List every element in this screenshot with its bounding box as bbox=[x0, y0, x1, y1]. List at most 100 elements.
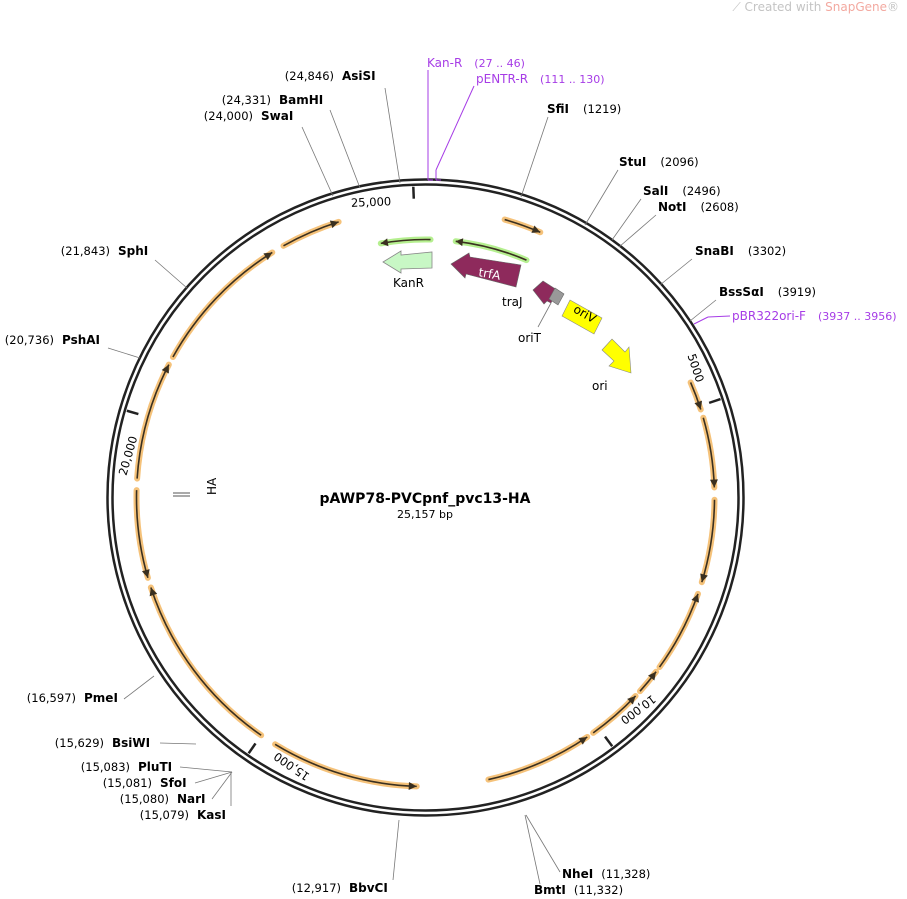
site-name[interactable]: BsiWI bbox=[112, 736, 150, 750]
site-kasi[interactable]: KasI(15,079) bbox=[140, 808, 226, 822]
orf-arc-halo bbox=[698, 496, 718, 586]
orf-arc[interactable] bbox=[485, 733, 591, 783]
kanr-arrow[interactable] bbox=[382, 250, 433, 274]
site-position: (15,083) bbox=[81, 760, 130, 774]
primer-kan-r[interactable]: Kan-R(27 .. 46) bbox=[427, 56, 525, 181]
site-name[interactable]: SalI bbox=[643, 184, 668, 198]
arrowhead-icon bbox=[329, 220, 339, 229]
feature-trfa[interactable]: trfA bbox=[450, 252, 522, 288]
orf-arc[interactable] bbox=[272, 741, 420, 791]
orf-arc-halo bbox=[169, 249, 276, 361]
feature-ori[interactable]: ori bbox=[592, 338, 632, 393]
orf-arc[interactable] bbox=[590, 692, 639, 736]
orf-arc[interactable] bbox=[700, 414, 718, 491]
trfa-arrow[interactable] bbox=[450, 252, 522, 288]
primer-range: (111 .. 130) bbox=[540, 73, 605, 86]
site-leader-line bbox=[159, 742, 197, 745]
orf-arc[interactable] bbox=[501, 216, 544, 236]
orit-label: oriT bbox=[518, 331, 542, 345]
site-name[interactable]: SphI bbox=[118, 244, 148, 258]
site-name[interactable]: SfiI bbox=[547, 102, 569, 116]
feature-ha[interactable]: HA bbox=[173, 477, 219, 497]
arrowhead-icon bbox=[531, 225, 541, 233]
site-sfii[interactable]: SfiI(1219) bbox=[547, 102, 621, 116]
orf-arc[interactable] bbox=[636, 668, 660, 695]
site-position: (24,000) bbox=[204, 109, 253, 123]
site-name[interactable]: KasI bbox=[197, 808, 226, 822]
site-name[interactable]: PluTI bbox=[138, 760, 172, 774]
site-leader-line bbox=[611, 198, 642, 241]
site-name[interactable]: SwaI bbox=[261, 109, 293, 123]
site-pshai[interactable]: PshAI(20,736) bbox=[5, 333, 100, 347]
site-bbvci[interactable]: BbvCI(12,917) bbox=[292, 881, 388, 895]
site-leader-line bbox=[154, 259, 188, 289]
site-position: (2496) bbox=[682, 184, 720, 198]
tick-mark bbox=[126, 409, 139, 416]
arrowhead-icon bbox=[627, 695, 636, 705]
site-asisi[interactable]: AsiSI(24,846) bbox=[285, 69, 376, 83]
orf-arc[interactable] bbox=[656, 590, 701, 671]
site-name[interactable]: BssSαI bbox=[719, 285, 764, 299]
site-pluti[interactable]: PluTI (15,083) bbox=[81, 760, 172, 774]
site-name[interactable]: NheI bbox=[562, 867, 593, 881]
site-name[interactable]: PshAI bbox=[62, 333, 100, 347]
site-nari[interactable]: NarI(15,080) bbox=[120, 792, 206, 806]
site-leader-line bbox=[123, 675, 155, 700]
site-bmti[interactable]: BmtI(11,332) bbox=[534, 883, 623, 897]
orf-arc-halo bbox=[656, 590, 701, 671]
site-noti[interactable]: NotI(2608) bbox=[658, 200, 739, 214]
orit-box[interactable] bbox=[548, 287, 565, 306]
orf-arc[interactable] bbox=[698, 496, 718, 586]
orf-arc-halo bbox=[280, 218, 342, 249]
site-name[interactable]: SnaBI bbox=[695, 244, 734, 258]
site-sfoi[interactable]: SfoI(15,081) bbox=[103, 776, 187, 790]
feature-orit[interactable]: oriT bbox=[518, 287, 565, 345]
orf-arc[interactable] bbox=[280, 218, 342, 249]
orf-arc-halo bbox=[147, 584, 265, 739]
site-name[interactable]: BbvCI bbox=[349, 881, 388, 895]
orf-arc[interactable] bbox=[133, 487, 151, 581]
site-name[interactable]: StuI bbox=[619, 155, 646, 169]
site-name[interactable]: BmtI bbox=[534, 883, 566, 897]
plasmid-name: pAWP78-PVCpnf_pvc13-HA bbox=[320, 491, 531, 507]
site-name[interactable]: NotI bbox=[658, 200, 687, 214]
site-name[interactable]: PmeI bbox=[84, 691, 118, 705]
feature-kanr[interactable]: KanR bbox=[382, 250, 433, 290]
primer-name[interactable]: pBR322ori-F bbox=[732, 309, 806, 323]
primer-name[interactable]: pENTR-R bbox=[476, 72, 528, 86]
orf-arc[interactable] bbox=[147, 584, 265, 739]
arrowhead-icon bbox=[455, 238, 464, 247]
kan-orf-arc[interactable] bbox=[377, 236, 434, 247]
site-pmei[interactable]: PmeI(16,597) bbox=[27, 691, 118, 705]
site-bsiwi[interactable]: BsiWI(15,629) bbox=[55, 736, 150, 750]
tick-mark bbox=[247, 742, 257, 755]
arrowhead-icon bbox=[648, 671, 657, 681]
plasmid-size: 25,157 bp bbox=[397, 508, 453, 521]
site-nhei[interactable]: NheI(11,328) bbox=[562, 867, 650, 881]
ori-arrow[interactable] bbox=[601, 338, 632, 374]
site-sphi[interactable]: SphI(21,843) bbox=[61, 244, 148, 258]
site-sali[interactable]: SalI (2496) bbox=[643, 184, 721, 198]
oriv-box[interactable] bbox=[561, 299, 603, 335]
site-leader-line bbox=[689, 299, 717, 322]
orf-arc[interactable] bbox=[169, 249, 276, 361]
site-swai[interactable]: SwaI (24,000) bbox=[204, 109, 294, 123]
primer-pentr-r[interactable]: pENTR-R (111 .. 130) bbox=[435, 72, 605, 181]
site-leader-line bbox=[384, 87, 401, 184]
primer-pbr322ori-f[interactable]: pBR322ori-F(3937 .. 3956) bbox=[693, 309, 897, 325]
site-stui[interactable]: StuI(2096) bbox=[619, 155, 699, 169]
kan-orf-arc[interactable] bbox=[452, 238, 530, 264]
orf-arc[interactable] bbox=[134, 361, 172, 482]
site-bamhi[interactable]: BamHI(24,331) bbox=[222, 93, 323, 107]
site-name[interactable]: AsiSI bbox=[342, 69, 376, 83]
site-bsssαi[interactable]: BssSαI(3919) bbox=[719, 285, 816, 299]
primer-name[interactable]: Kan-R bbox=[427, 56, 462, 70]
feature-oriv[interactable]: oriV bbox=[561, 299, 603, 335]
site-snabi[interactable]: SnaBI(3302) bbox=[695, 244, 786, 258]
site-name[interactable]: BamHI bbox=[279, 93, 323, 107]
orf-arc[interactable] bbox=[687, 379, 704, 413]
arrowhead-icon bbox=[709, 479, 718, 488]
site-leader-line bbox=[107, 347, 141, 359]
site-name[interactable]: NarI bbox=[177, 792, 206, 806]
site-name[interactable]: SfoI bbox=[160, 776, 187, 790]
